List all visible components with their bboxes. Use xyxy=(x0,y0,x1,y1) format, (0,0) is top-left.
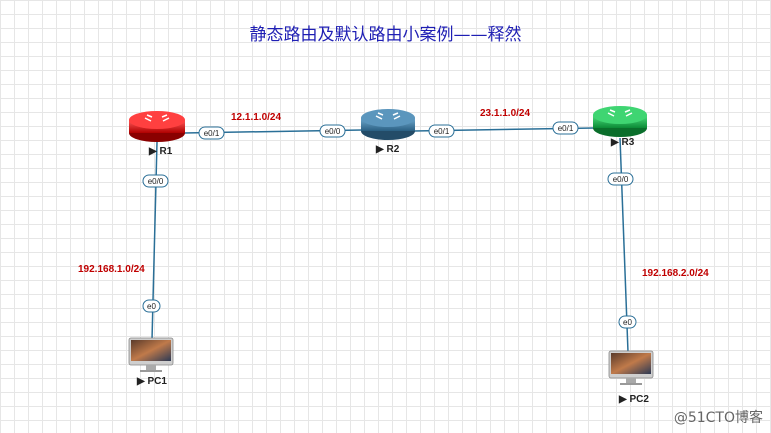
pc-label: ▶ PC2 xyxy=(618,394,649,405)
interface-tag-r1-e01[interactable]: e0/1 xyxy=(198,126,225,140)
pc-pc2[interactable]: ▶ PC2 xyxy=(608,350,654,405)
router-label: ▶ R2 xyxy=(375,144,400,155)
interface-tag-pc1-e0[interactable]: e0 xyxy=(142,299,161,313)
router-r2[interactable]: ▶ R2 xyxy=(361,109,415,155)
router-icon xyxy=(593,106,647,137)
svg-text:e0/1: e0/1 xyxy=(558,124,574,133)
interface-tag-r2-e00[interactable]: e0/0 xyxy=(319,124,346,138)
computer-icon xyxy=(608,350,654,385)
network-label-r3-pc2: 192.168.2.0/24 xyxy=(642,268,709,279)
interface-tag-r2-e01[interactable]: e0/1 xyxy=(428,124,455,138)
network-label-r1-r2: 12.1.1.0/24 xyxy=(231,112,281,123)
network-label-r1-pc1: 192.168.1.0/24 xyxy=(78,264,145,275)
network-label-r2-r3: 23.1.1.0/24 xyxy=(480,108,530,119)
svg-text:e0/0: e0/0 xyxy=(613,175,629,184)
svg-text:e0/1: e0/1 xyxy=(204,129,220,138)
links xyxy=(151,127,629,353)
interface-tag-r3-e01[interactable]: e0/1 xyxy=(552,121,579,135)
watermark: @51CTO博客 xyxy=(673,410,763,426)
svg-text:e0/0: e0/0 xyxy=(325,127,341,136)
svg-text:e0/0: e0/0 xyxy=(148,177,164,186)
interface-tag-pc2-e0[interactable]: e0 xyxy=(618,315,637,329)
router-icon xyxy=(361,109,415,140)
interface-tag-r3-e00[interactable]: e0/0 xyxy=(607,172,634,186)
router-icon xyxy=(129,111,185,142)
pc-label: ▶ PC1 xyxy=(136,376,167,387)
router-r1[interactable]: ▶ R1 xyxy=(129,111,185,157)
router-label: ▶ R3 xyxy=(610,137,635,148)
diagram-title: 静态路由及默认路由小案例——释然 xyxy=(249,25,522,45)
interface-tag-r1-e00[interactable]: e0/0 xyxy=(142,174,169,188)
router-label: ▶ R1 xyxy=(148,146,173,157)
router-r3[interactable]: ▶ R3 xyxy=(593,106,647,148)
pc-pc1[interactable]: ▶ PC1 xyxy=(128,337,174,387)
computer-icon xyxy=(128,337,174,372)
svg-text:e0: e0 xyxy=(147,302,156,311)
svg-text:e0/1: e0/1 xyxy=(434,127,450,136)
svg-text:e0: e0 xyxy=(623,318,632,327)
